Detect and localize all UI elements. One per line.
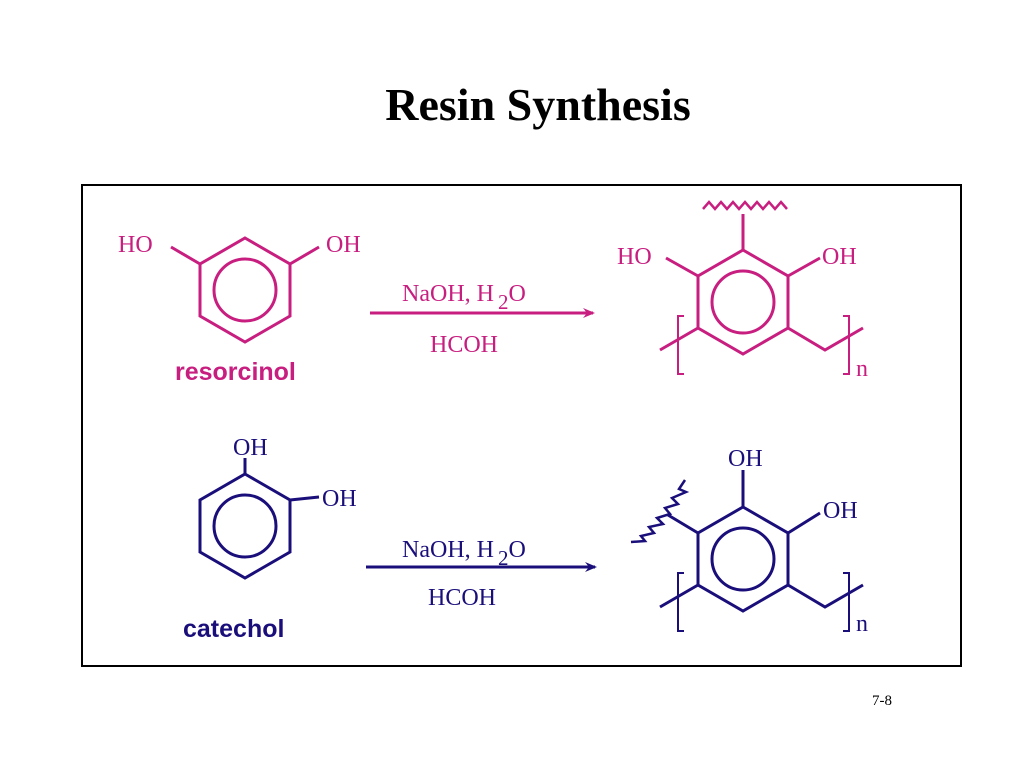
catechol-oh-label-top: OH: [233, 435, 268, 461]
slide-number: 7-8: [872, 693, 892, 709]
catechol-resin-repeat-index: n: [856, 611, 868, 637]
resorcinol-name: resorcinol: [175, 358, 296, 386]
catechol-oh-label-side: OH: [322, 486, 357, 512]
conditions-1-line2: HCOH: [430, 332, 498, 358]
catechol-resin-oh-label-top: OH: [728, 446, 763, 472]
diagram-frame: [81, 184, 962, 667]
catechol-resin-structure: [630, 470, 864, 632]
resorcinol-resin-ho-label: HO: [617, 244, 652, 270]
conditions-2-line2: HCOH: [428, 585, 496, 611]
catechol-name: catechol: [183, 615, 284, 643]
catechol-resin-oh-label-side: OH: [823, 498, 858, 524]
resorcinol-structure: [170, 236, 320, 344]
resorcinol-resin-repeat-index: n: [856, 356, 868, 382]
catechol-structure: [198, 458, 320, 580]
resorcinol-resin-structure: [659, 200, 864, 375]
resorcinol-resin-oh-label: OH: [822, 244, 857, 270]
reaction-resorcinol: [170, 200, 864, 375]
resorcinol-ho-label: HO: [118, 232, 153, 258]
resorcinol-oh-label: OH: [326, 232, 361, 258]
reaction-catechol: [198, 458, 864, 632]
slide-title: Resin Synthesis: [385, 79, 691, 130]
